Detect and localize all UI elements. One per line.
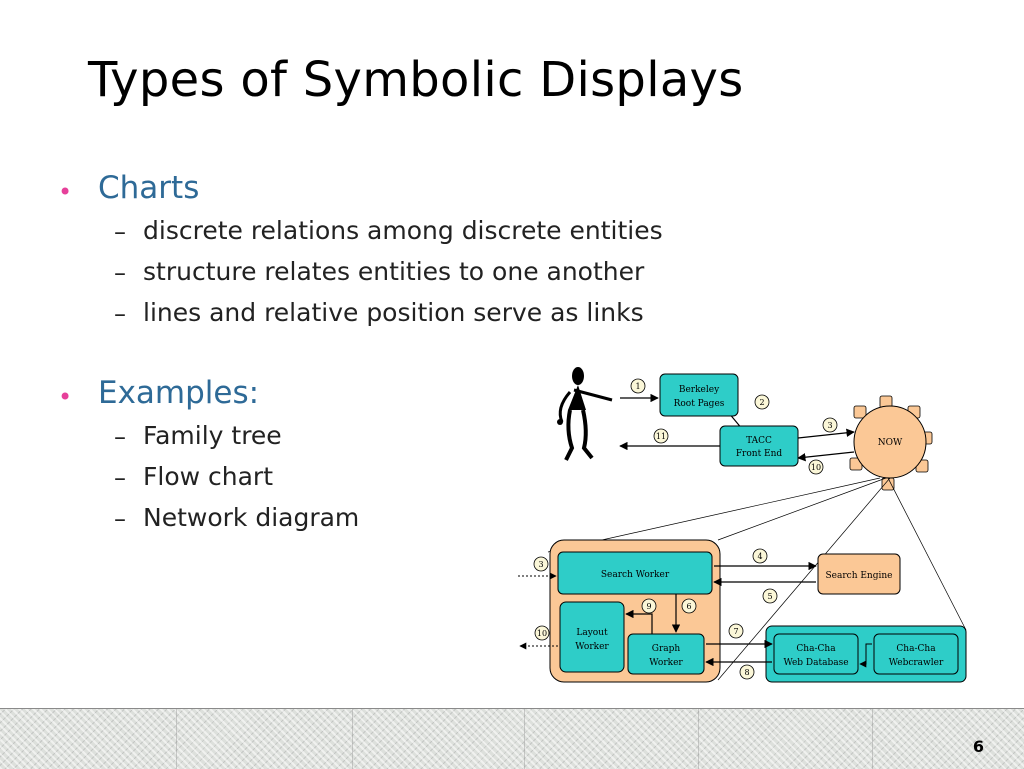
step-badge: 10 xyxy=(808,459,824,475)
node-label: NOW xyxy=(878,438,903,448)
node-label: Front End xyxy=(736,449,783,459)
bullet-dot-icon: • xyxy=(58,178,73,206)
dash-icon: – xyxy=(114,423,126,451)
node-label: Root Pages xyxy=(674,399,725,409)
dash-icon: – xyxy=(114,505,126,533)
footer-bar: 6 xyxy=(0,708,1024,769)
footer-divider xyxy=(872,709,873,769)
node-label: Webcrawler xyxy=(889,658,944,668)
node-search-engine xyxy=(817,553,901,595)
svg-text:7: 7 xyxy=(733,627,738,636)
slide-title: Types of Symbolic Displays xyxy=(88,52,744,108)
step-badge: 3 xyxy=(822,417,838,433)
dash-icon: – xyxy=(114,259,126,287)
bullet-label: Examples: xyxy=(98,375,260,411)
step-badge: 5 xyxy=(762,588,778,604)
sub-bullet-text: lines and relative position serve as lin… xyxy=(143,298,644,327)
step-badge: 11 xyxy=(653,428,669,444)
dash-icon: – xyxy=(114,464,126,492)
svg-text:2: 2 xyxy=(759,398,764,407)
node-label: Layout xyxy=(576,628,608,638)
link-crawler-database xyxy=(859,643,872,668)
step-badge: 6 xyxy=(681,598,697,614)
node-label: Worker xyxy=(649,658,683,668)
footer-divider xyxy=(352,709,353,769)
link-tacc-now xyxy=(797,428,855,439)
node-tacc-front-end xyxy=(719,425,799,467)
footer-divider xyxy=(524,709,525,769)
node-label: Worker xyxy=(575,642,609,652)
zoom-line xyxy=(717,477,887,541)
svg-text:10: 10 xyxy=(537,629,547,638)
node-label: TACC xyxy=(746,436,772,446)
svg-text:11: 11 xyxy=(656,432,666,441)
node-berkeley-root-pages xyxy=(659,373,739,417)
svg-text:1: 1 xyxy=(635,382,640,391)
node-label: Web Database xyxy=(783,658,848,668)
bullet-label: Charts xyxy=(98,170,200,206)
step-badge: 8 xyxy=(739,664,755,680)
node-search-worker xyxy=(557,551,713,595)
step-badge: 1 xyxy=(630,378,646,394)
sub-bullet-text: Flow chart xyxy=(143,462,274,491)
svg-text:10: 10 xyxy=(811,463,821,472)
node-now-cluster xyxy=(849,395,933,491)
stick-figure-pointing-icon xyxy=(557,367,613,461)
link-graph-layout xyxy=(625,609,653,634)
node-label: Berkeley xyxy=(679,385,720,395)
sub-bullet-text: structure relates entities to one anothe… xyxy=(143,257,645,286)
svg-text:5: 5 xyxy=(767,592,772,601)
node-graph-worker xyxy=(627,633,705,675)
node-label: Search Engine xyxy=(826,571,893,581)
network-diagram: Berkeley Root Pages TACC Front End NOW S… xyxy=(518,367,967,683)
bullet-dot-icon: • xyxy=(58,383,73,411)
svg-text:6: 6 xyxy=(686,602,691,611)
sub-bullet-text: Family tree xyxy=(143,421,282,450)
node-label: Cha-Cha xyxy=(896,644,936,654)
page-number: 6 xyxy=(972,737,984,756)
sub-bullet-text: Network diagram xyxy=(143,503,360,532)
zoom-line xyxy=(717,477,891,681)
svg-text:9: 9 xyxy=(646,602,651,611)
step-badge: 9 xyxy=(641,598,657,614)
footer-divider xyxy=(698,709,699,769)
node-chacha-web-database xyxy=(773,633,859,675)
step-badge: 4 xyxy=(752,548,768,564)
footer-divider xyxy=(176,709,177,769)
svg-text:3: 3 xyxy=(827,421,832,430)
dash-icon: – xyxy=(114,300,126,328)
node-label: Search Worker xyxy=(601,570,670,580)
step-badge: 10 xyxy=(534,625,550,641)
step-badge: 2 xyxy=(754,394,770,410)
step-badge: 3 xyxy=(533,556,549,572)
node-label: Graph xyxy=(652,644,681,654)
svg-text:8: 8 xyxy=(744,668,749,677)
svg-text:4: 4 xyxy=(757,552,762,561)
node-layout-worker xyxy=(559,601,625,673)
sub-bullet-text: discrete relations among discrete entiti… xyxy=(143,216,663,245)
link-now-tacc xyxy=(797,451,855,462)
node-chacha-webcrawler xyxy=(873,633,959,675)
step-badge: 7 xyxy=(728,623,744,639)
zoom-line xyxy=(887,477,967,631)
svg-text:3: 3 xyxy=(538,560,543,569)
dash-icon: – xyxy=(114,218,126,246)
node-label: Cha-Cha xyxy=(796,644,836,654)
